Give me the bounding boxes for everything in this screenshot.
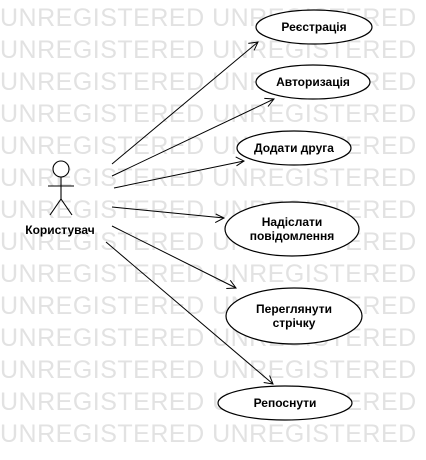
use-case-label-line1: Надіслати (262, 215, 323, 229)
associations (105, 41, 275, 385)
arrowhead (235, 156, 246, 167)
use-case-ellipse (217, 385, 353, 421)
use-case-label-line1: Переглянути (256, 302, 332, 316)
use-case-label-line2: повідомлення (250, 229, 335, 243)
association-login[interactable] (111, 98, 275, 177)
arrowhead (226, 280, 237, 289)
arrowhead (264, 97, 275, 107)
association-view-feed[interactable] (111, 225, 237, 289)
use-case-login[interactable]: Авторизація (255, 64, 371, 100)
actor-left-leg (49, 198, 62, 216)
arrowhead (248, 41, 259, 51)
arrowhead (214, 213, 226, 224)
use-case-register[interactable]: Реєстрація (255, 9, 373, 45)
use-case-ellipse (224, 201, 360, 257)
association-register[interactable] (111, 41, 259, 165)
use-case-label: Додати друга (254, 141, 334, 155)
use-case-repost[interactable]: Репоснути (217, 385, 353, 421)
actor-right-leg (60, 198, 73, 216)
actor-label: Користувач (25, 223, 94, 237)
association-send-message[interactable] (111, 206, 225, 219)
actor-head (52, 160, 70, 178)
use-case-add-friend[interactable]: Додати друга (236, 130, 352, 166)
use-case-ellipse (255, 9, 373, 45)
use-case-view-feed[interactable]: Переглянути стрічку (225, 287, 363, 345)
use-case-ellipse (225, 287, 363, 345)
use-case-ellipse (255, 64, 371, 100)
use-case-label: Авторизація (276, 75, 350, 89)
association-add-friend[interactable] (113, 160, 245, 189)
use-case-send-message[interactable]: Надіслати повідомлення (224, 201, 360, 257)
actor-figure[interactable] (48, 160, 74, 216)
association-repost[interactable] (105, 241, 274, 385)
arrowhead (263, 375, 274, 385)
use-case-label: Репоснути (254, 396, 317, 410)
use-case-label-line2: стрічку (273, 316, 316, 330)
use-case-ellipse (236, 130, 352, 166)
use-case-label: Реєстрація (281, 20, 346, 34)
